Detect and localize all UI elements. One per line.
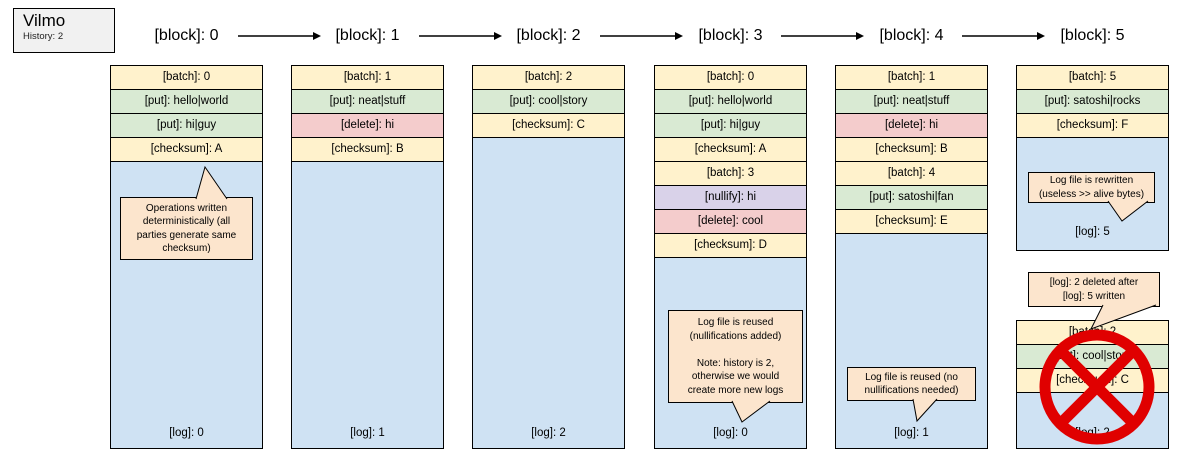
annotation-rewrite: Log file is rewritten (useless >> alive … [1028,172,1155,203]
log-file-box: [log]: 1 [291,161,444,449]
block-column-3: [batch]: 0 [put]: hello|world [put]: hi|… [654,65,807,449]
annotation-deterministic: Operations written deterministically (al… [120,197,253,260]
op-row: [put]: hello|world [110,89,263,114]
block-header-3: [block]: 3 [698,27,763,44]
op-row: [delete]: hi [835,113,988,138]
block-header-0: [block]: 0 [154,27,219,44]
op-row: [put]: neat|stuff [291,89,444,114]
op-row: [batch]: 4 [835,161,988,186]
op-row: [checksum]: B [291,137,444,162]
op-row: [checksum]: C [1016,368,1169,393]
log-file-box: [log]: 2 [472,137,625,449]
op-row: [checksum]: E [835,209,988,234]
log-file-box: [log]: 2 [1016,392,1169,449]
app-title: Vilmo [23,11,66,30]
log-label: [log]: 1 [350,427,385,439]
op-row: [checksum]: C [472,113,625,138]
op-row: [put]: hi|guy [110,113,263,138]
block-header-1: [block]: 1 [335,27,400,44]
annotation-deleted: [log]: 2 deleted after [log]: 5 written [1028,272,1160,307]
block-column-1: [batch]: 1 [put]: neat|stuff [delete]: h… [291,65,444,449]
op-row: [nullify]: hi [654,185,807,210]
block-column-5: [batch]: 5 [put]: satoshi|rocks [checksu… [1016,65,1169,251]
op-row: [put]: cool|story [1016,344,1169,369]
block-header-2: [block]: 2 [516,27,581,44]
deleted-block-column: [batch]: 2 [put]: cool|story [checksum]:… [1016,320,1169,449]
legend-box: Vilmo History: 2 [13,8,115,53]
op-row: [put]: satoshi|rocks [1016,89,1169,114]
block-header-4: [block]: 4 [879,27,944,44]
op-row: [put]: hello|world [654,89,807,114]
annotation-reuse-clean: Log file is reused (no nullifications ne… [847,367,976,401]
log-file-box: [log]: 1 [835,233,988,449]
op-row: [put]: cool|story [472,89,625,114]
log-label: [log]: 2 [1075,427,1110,439]
log-label: [log]: 0 [169,427,204,439]
op-row: [batch]: 3 [654,161,807,186]
op-row: [checksum]: A [110,137,263,162]
op-row: [batch]: 2 [472,65,625,90]
op-row: [put]: satoshi|fan [835,185,988,210]
op-row: [batch]: 0 [654,65,807,90]
block-column-4: [batch]: 1 [put]: neat|stuff [delete]: h… [835,65,988,449]
op-row: [batch]: 5 [1016,65,1169,90]
log-label: [log]: 5 [1075,226,1110,238]
log-label: [log]: 1 [894,427,929,439]
op-row: [batch]: 1 [835,65,988,90]
history-setting: History: 2 [23,31,64,42]
op-row: [put]: hi|guy [654,113,807,138]
block-header-5: [block]: 5 [1060,27,1125,44]
op-row: [checksum]: F [1016,113,1169,138]
op-row: [checksum]: B [835,137,988,162]
op-row: [put]: neat|stuff [835,89,988,114]
op-row: [batch]: 0 [110,65,263,90]
annotation-reuse-nullify: Log file is reused (nullifications added… [668,310,803,403]
op-row: [checksum]: A [654,137,807,162]
log-label: [log]: 0 [713,427,748,439]
op-row: [checksum]: D [654,233,807,258]
log-label: [log]: 2 [531,427,566,439]
op-row: [delete]: hi [291,113,444,138]
block-column-2: [batch]: 2 [put]: cool|story [checksum]:… [472,65,625,449]
op-row: [batch]: 2 [1016,320,1169,345]
op-row: [delete]: cool [654,209,807,234]
op-row: [batch]: 1 [291,65,444,90]
